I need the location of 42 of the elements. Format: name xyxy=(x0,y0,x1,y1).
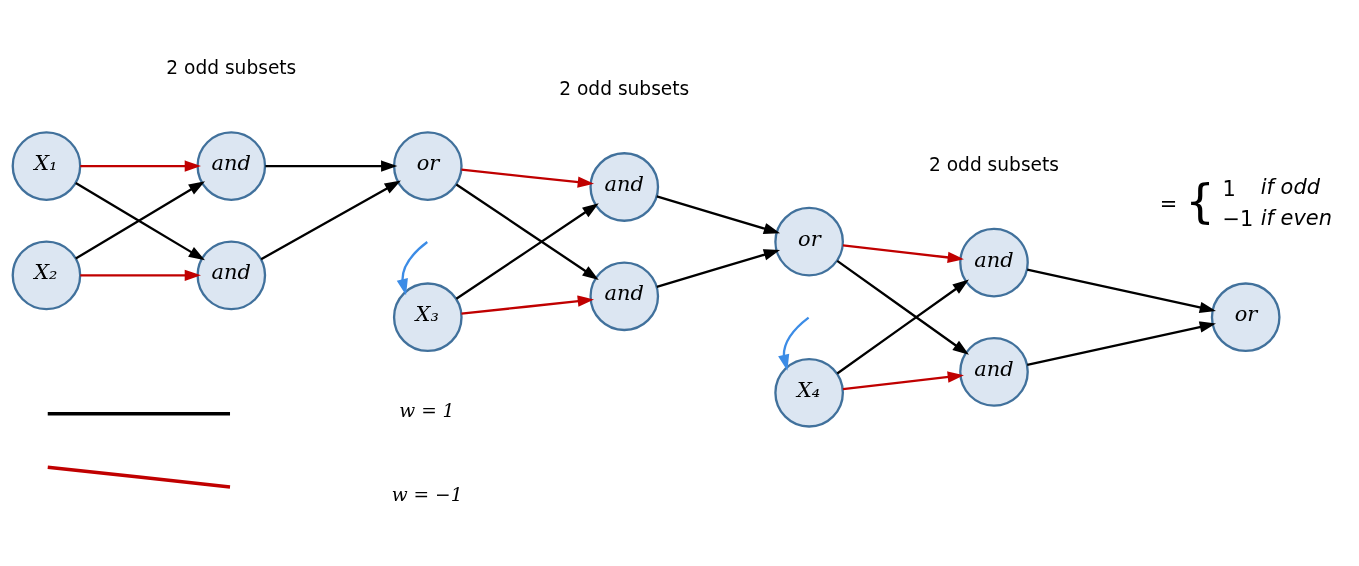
node-circle: and xyxy=(196,240,267,310)
label: 2 odd subsets xyxy=(166,56,297,78)
legend-label: w = −1 xyxy=(391,483,463,505)
arrow xyxy=(455,183,599,280)
label: 2 odd subsets xyxy=(559,77,690,99)
arrow xyxy=(80,269,201,281)
node-circle: X₄ xyxy=(774,357,844,428)
node-circle: or xyxy=(774,206,844,277)
node-circle: or xyxy=(1210,281,1281,352)
arrow xyxy=(396,240,428,295)
node-circle: and xyxy=(589,260,660,331)
arrow xyxy=(836,279,969,374)
arrow xyxy=(1027,320,1216,366)
arrow xyxy=(842,243,964,263)
arrow xyxy=(455,202,599,300)
node-circle: and xyxy=(196,130,267,201)
node-circle: X₁ xyxy=(11,130,82,201)
label: { xyxy=(1185,173,1215,228)
node-circle: or xyxy=(392,130,463,201)
arrow xyxy=(461,295,594,315)
arrow xyxy=(778,316,810,371)
arrow xyxy=(656,194,781,234)
label: 1 xyxy=(1222,176,1236,201)
legend-label: w = 1 xyxy=(399,399,455,421)
node-circle: and xyxy=(589,151,660,222)
arrow xyxy=(836,259,969,355)
node-circle: X₃ xyxy=(392,281,463,352)
arrow xyxy=(1027,267,1216,313)
arrow xyxy=(656,248,781,288)
arrow xyxy=(265,159,398,172)
arrow xyxy=(461,167,594,188)
arrow xyxy=(80,159,202,172)
arrow xyxy=(260,180,401,260)
label: 2 odd subsets xyxy=(928,152,1059,174)
label: if even xyxy=(1260,205,1332,230)
node-circle: and xyxy=(959,336,1029,407)
node-circle: and xyxy=(959,227,1029,297)
node-circle: X₂ xyxy=(11,240,82,310)
arrow xyxy=(842,370,964,390)
label: −1 xyxy=(1222,206,1254,231)
label: = xyxy=(1159,191,1178,216)
label: if odd xyxy=(1260,174,1320,199)
